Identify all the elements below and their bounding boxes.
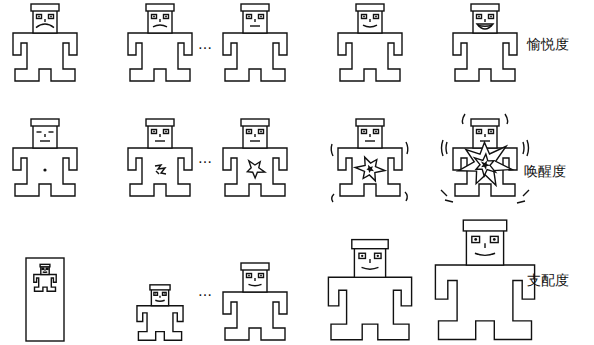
- manikin: [128, 119, 192, 196]
- manikin: [328, 240, 411, 340]
- manikin: [441, 114, 529, 203]
- manikin: [223, 263, 287, 340]
- manikin: [331, 119, 408, 202]
- dimension-label: 唤醒度: [524, 163, 566, 180]
- ellipsis: …: [198, 150, 212, 167]
- manikin: [435, 220, 534, 339]
- dimension-label: 愉悦度: [527, 36, 569, 53]
- ellipsis: …: [198, 283, 212, 300]
- manikin: [128, 4, 192, 81]
- manikin: [137, 285, 183, 340]
- manikin: [34, 264, 56, 291]
- manikin: [338, 4, 402, 81]
- ellipsis: …: [198, 36, 212, 53]
- manikin: [453, 4, 517, 81]
- manikin: [223, 4, 287, 81]
- manikin: [13, 4, 77, 81]
- frame-box: [26, 258, 64, 341]
- manikin: [223, 119, 287, 196]
- dimension-label: 支配度: [527, 272, 569, 289]
- manikin: [13, 119, 77, 196]
